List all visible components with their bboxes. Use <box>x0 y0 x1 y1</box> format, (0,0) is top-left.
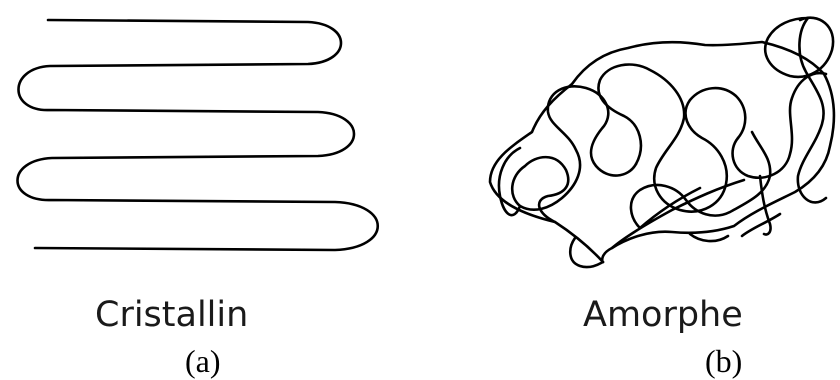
amorphous-caption: Amorphe <box>583 295 743 335</box>
amorphous-coil-upper <box>597 63 747 213</box>
crystalline-folded-chain <box>16 18 379 252</box>
amorphous-coil-right <box>731 16 835 204</box>
amorphous-coil-center <box>497 130 782 269</box>
crystalline-caption: Cristallin <box>95 295 249 335</box>
amorphous-coil-outer <box>488 40 836 264</box>
amorphous-tangle <box>488 16 836 269</box>
panel-b-tag: (b) <box>705 343 743 379</box>
amorphous-coil-loop-left <box>511 85 638 224</box>
panel-a-tag: (a) <box>185 343 221 379</box>
